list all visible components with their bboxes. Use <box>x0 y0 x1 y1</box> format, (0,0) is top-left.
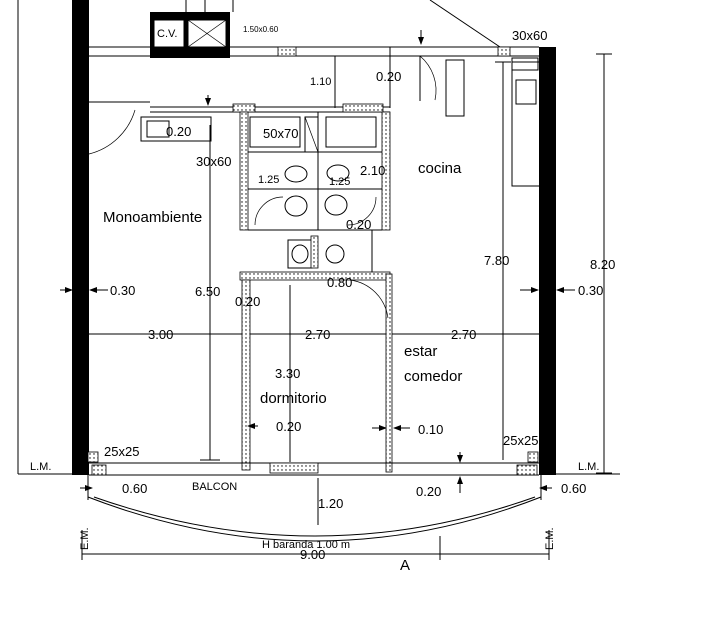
baranda-label: H baranda 1.00 m <box>262 539 350 551</box>
room-balcon: BALCON <box>192 481 237 493</box>
section-mark: A <box>400 557 410 574</box>
dim-3-30: 3.30 <box>275 366 300 381</box>
interior-walls <box>88 101 393 473</box>
dim-0-20-bottom: 0.20 <box>276 419 301 434</box>
dim-1-20: 1.20 <box>318 496 343 511</box>
dim-0-20-top: 0.20 <box>376 69 401 84</box>
dim-25x25-right: 25x25 <box>503 433 538 448</box>
dim-50x70: 50x70 <box>263 126 298 141</box>
dim-1-25-b: 1.25 <box>329 176 350 188</box>
dim-2-70-b: 2.70 <box>451 327 476 342</box>
dim-0-30-right: 0.30 <box>578 283 603 298</box>
cv-label: C.V. <box>157 28 177 40</box>
dim-0-60-left: 0.60 <box>122 481 147 496</box>
dim-0-80: 0.80 <box>327 275 352 290</box>
dim-0-20-balcon: 0.20 <box>416 484 441 499</box>
dim-6-50: 6.50 <box>195 284 220 299</box>
em-left: E.M. <box>79 527 91 550</box>
lm-right: L.M. <box>578 461 599 473</box>
dim-1-10: 1.10 <box>310 76 331 88</box>
dim-0-30-left: 0.30 <box>110 283 135 298</box>
lm-left: L.M. <box>30 461 51 473</box>
plan-labels: C.V. 1.50x0.60 30x60 1.10 0.20 0.20 50x7… <box>30 25 615 574</box>
balcony <box>87 451 542 542</box>
room-monoambiente: Monoambiente <box>103 209 202 226</box>
dim-0-60-right: 0.60 <box>561 481 586 496</box>
room-cocina: cocina <box>418 160 462 177</box>
dim-0-20-bath: 0.20 <box>346 217 371 232</box>
dim-2-10: 2.10 <box>360 163 385 178</box>
dim-3-00: 3.00 <box>148 327 173 342</box>
dim-7-80: 7.80 <box>484 253 509 268</box>
duct-label: 1.50x0.60 <box>243 25 279 34</box>
dim-0-10: 0.10 <box>418 422 443 437</box>
dim-9-00: 9.00 <box>300 547 325 562</box>
room-comedor: comedor <box>404 368 462 385</box>
dim-30x60-top: 30x60 <box>512 28 547 43</box>
dim-30x60-left: 30x60 <box>196 154 231 169</box>
room-dormitorio: dormitorio <box>260 390 327 407</box>
dim-0-20-left: 0.20 <box>166 124 191 139</box>
top-structure <box>89 0 541 187</box>
exterior-walls <box>72 0 556 475</box>
dimension-lines <box>17 0 620 560</box>
em-right: E.M. <box>544 527 556 550</box>
room-estar: estar <box>404 343 437 360</box>
dim-8-20: 8.20 <box>590 257 615 272</box>
dim-1-25-a: 1.25 <box>258 174 279 186</box>
dim-2-70-a: 2.70 <box>305 327 330 342</box>
dim-25x25-left: 25x25 <box>104 444 139 459</box>
dim-0-20-dorm: 0.20 <box>235 294 260 309</box>
